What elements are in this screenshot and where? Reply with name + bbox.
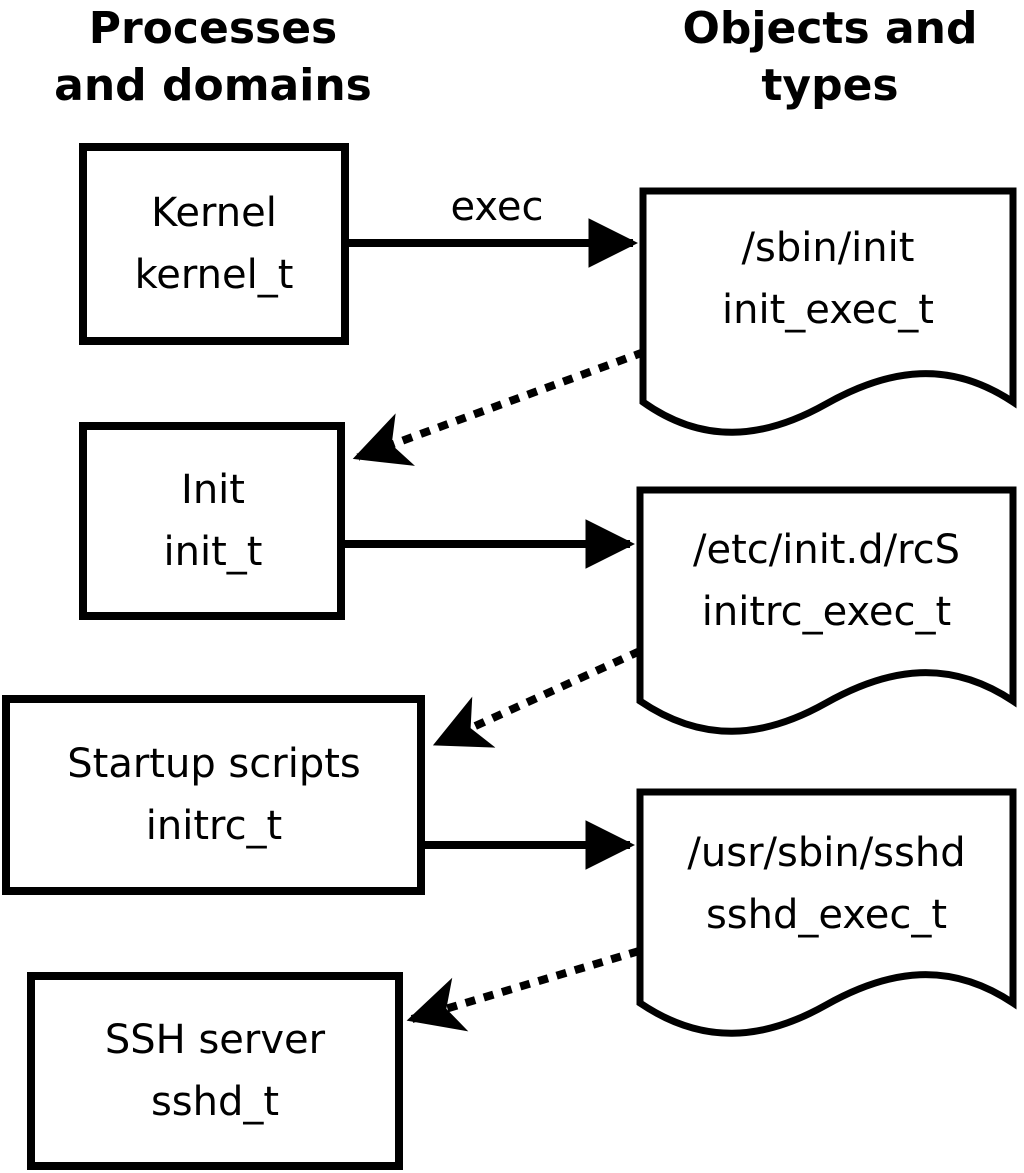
- sbin-init-document: [639, 187, 1017, 436]
- init-box-label: Init init_t: [79, 422, 347, 620]
- objects-heading-line2: types: [761, 60, 899, 111]
- transition-arrow-sbin-init-to-init: [352, 348, 646, 466]
- sbin-init-type: init_exec_t: [722, 287, 934, 333]
- ssh-server-type: sshd_t: [150, 1079, 280, 1125]
- objects-column-heading: Objects and types: [645, 0, 1015, 114]
- ssh-server-box: [27, 972, 403, 1170]
- init-box: [79, 422, 345, 620]
- startup-scripts-type: initrc_t: [145, 803, 283, 849]
- kernel-type: kernel_t: [134, 252, 294, 298]
- ssh-server-box-label: SSH server sshd_t: [27, 972, 403, 1170]
- startup-scripts-box-label: Startup scripts initrc_t: [2, 695, 426, 895]
- processes-heading-line2: and domains: [54, 60, 372, 111]
- kernel-name: Kernel: [151, 190, 277, 236]
- usr-sbin-sshd-type: sshd_exec_t: [705, 892, 948, 938]
- usr-sbin-sshd-path: /usr/sbin/sshd: [687, 830, 966, 876]
- objects-heading-line1: Objects and: [682, 3, 978, 54]
- ssh-server-name: SSH server: [104, 1017, 326, 1063]
- sbin-init-document-label: /sbin/init init_exec_t: [645, 217, 1011, 341]
- startup-scripts-name: Startup scripts: [67, 741, 361, 787]
- etc-initd-rcs-document: [636, 486, 1017, 735]
- sbin-init-path: /sbin/init: [741, 225, 915, 271]
- init-name: Init: [181, 467, 245, 513]
- etc-initd-rcs-document-label: /etc/init.d/rcS initrc_exec_t: [642, 519, 1011, 643]
- transition-arrow-sshd-to-sshserver: [406, 947, 641, 1032]
- kernel-box: [79, 143, 349, 345]
- usr-sbin-sshd-document-label: /usr/sbin/sshd sshd_exec_t: [642, 822, 1011, 946]
- etc-initd-rcs-path: /etc/init.d/rcS: [692, 527, 961, 573]
- startup-scripts-box: [2, 695, 425, 895]
- kernel-box-label: Kernel kernel_t: [79, 143, 349, 345]
- exec-arrow-label: exec: [450, 184, 544, 230]
- transition-arrow-rcs-to-startup: [432, 647, 642, 748]
- usr-sbin-sshd-document: [636, 788, 1017, 1037]
- processes-heading-line1: Processes: [88, 3, 338, 54]
- processes-column-heading: Processes and domains: [30, 0, 396, 114]
- init-type: init_t: [163, 529, 263, 575]
- etc-initd-rcs-type: initrc_exec_t: [701, 589, 952, 635]
